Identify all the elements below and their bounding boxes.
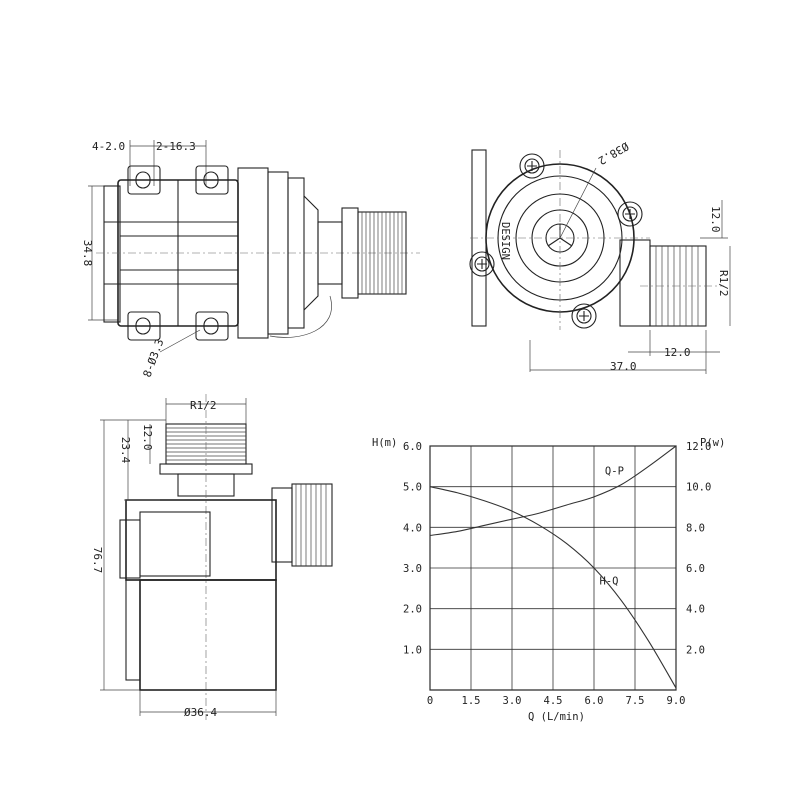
- side-view: 4-2.0 2-16.3 34.8: [81, 140, 420, 379]
- dim-mount-holes: 8-Ø3.3: [141, 337, 167, 379]
- series-line-q-p: [429, 445, 677, 537]
- dim-body-dia: Ø36.4: [184, 706, 217, 719]
- dim-width: 34.8: [81, 240, 94, 267]
- y-left-tick-label: 5.0: [403, 482, 422, 494]
- dim-hole-count-dia: 4-2.0: [92, 140, 125, 153]
- dim-outlet-len: 12.0: [664, 346, 691, 359]
- y-left-tick-label: 6.0: [403, 441, 422, 453]
- chart-ticks: 0 1.5 3.0 4.5 6.0 7.5 9.0 1.0 2.0 3.0 4.0 5.0 6.0 2.0…: [403, 441, 711, 707]
- y-right-tick-label: 4.0: [686, 604, 705, 616]
- front-view: DESIGN Ø38.2 12.0 R1/2 12.0 37.0: [469, 139, 731, 374]
- y-left-tick-label: 4.0: [403, 522, 422, 534]
- y-right-tick-label: 8.0: [686, 522, 705, 534]
- y-right-tick-label: 6.0: [686, 563, 705, 575]
- y-left-tick-label: 2.0: [403, 604, 422, 616]
- y-right-axis-label: P(w): [700, 437, 725, 449]
- y-right-tick-label: 12.0: [686, 441, 711, 453]
- chart-grid: [429, 445, 677, 691]
- elevation-view: R1/2 76.7: [91, 394, 333, 720]
- x-tick-label: 3.0: [503, 695, 522, 707]
- dim-thread-side: R1/2: [717, 270, 730, 297]
- series-label-qp: Q-P: [605, 465, 624, 477]
- series-line-h-q: [429, 486, 677, 689]
- dim-height: 76.7: [91, 547, 104, 574]
- dim-hole-spacing: 2-16.3: [156, 140, 196, 153]
- series-label-hq: H-Q: [599, 575, 618, 587]
- x-tick-label: 7.5: [626, 695, 645, 707]
- y-right-tick-label: 2.0: [686, 644, 705, 656]
- y-left-axis-label: H(m): [372, 437, 397, 449]
- dim-inlet-height: 23.4: [119, 437, 132, 464]
- x-tick-label: 9.0: [667, 695, 686, 707]
- y-right-tick-label: 10.0: [686, 482, 711, 494]
- dim-outlet-offset: 12.0: [709, 206, 722, 233]
- y-left-tick-label: 3.0: [403, 563, 422, 575]
- x-tick-label: 1.5: [462, 695, 481, 707]
- x-tick-label: 4.5: [544, 695, 563, 707]
- dim-flange-dia: Ø38.2: [596, 139, 631, 167]
- x-tick-label: 0: [427, 695, 433, 707]
- impeller-label: DESIGN: [499, 222, 511, 260]
- performance-chart: 0 1.5 3.0 4.5 6.0 7.5 9.0 1.0 2.0 3.0 4.0 5.0 6.0 2.0…: [372, 437, 725, 723]
- dim-thread-top: R1/2: [190, 399, 217, 412]
- chart-series: [429, 445, 677, 689]
- dim-overall-len: 37.0: [610, 360, 637, 373]
- dim-inlet-len: 12.0: [141, 424, 154, 451]
- x-tick-label: 6.0: [585, 695, 604, 707]
- x-axis-label: Q (L/min): [528, 711, 585, 723]
- y-left-tick-label: 1.0: [403, 644, 422, 656]
